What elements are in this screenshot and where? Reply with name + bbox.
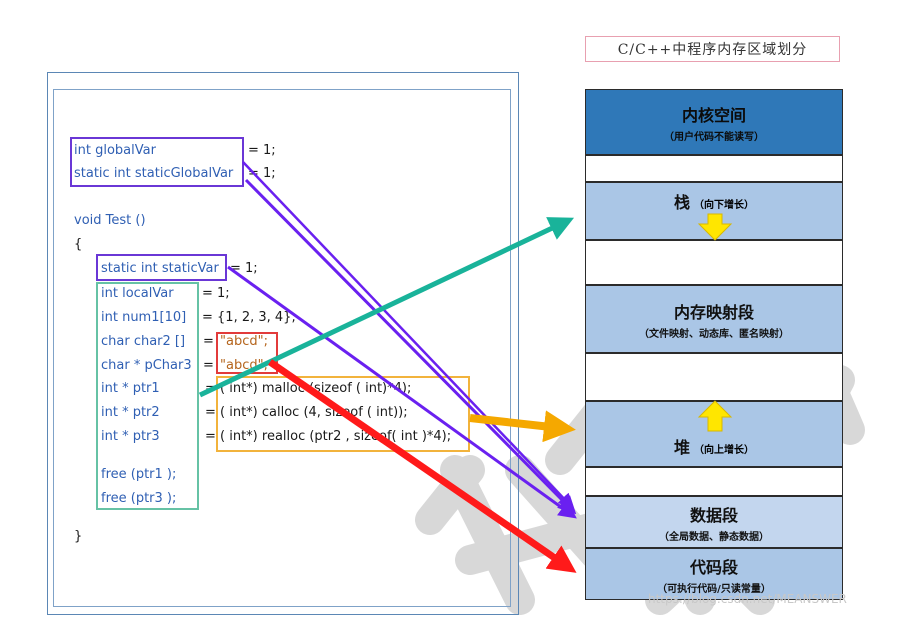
code-ptr1: int * ptr1 [101,381,160,396]
code-static-var: static int staticVar [101,261,219,276]
code-ptr3: int * ptr3 [101,429,160,444]
code-char2: char char2 [] [101,334,186,349]
code-local-var-init: = 1; [202,286,230,301]
code-panel-outer [47,72,519,615]
code-free-ptr1: free (ptr1 ); [101,467,177,482]
code-static-var-init: = 1; [230,261,258,276]
code-char2-eq: = [203,334,214,349]
heap-alloc-box [216,376,470,452]
heap-grow-up-icon [697,400,733,432]
segment-mmap-subtitle: （文件映射、动态库、匿名映射） [639,328,789,340]
arrow-alloc-to-heap [469,410,576,443]
code-ptr2: int * ptr2 [101,405,160,420]
arrow-literal-to-code [268,359,577,573]
segment-data-subtitle: （全局数据、静态数据） [659,531,769,543]
memory-layout-title: C/C++中程序内存区域划分 [585,36,840,62]
segment-data-title: 数据段 [689,505,738,525]
code-panel-inner [53,89,511,607]
code-pchar3: char * pChar3 [101,358,192,373]
code-ptr3-init: = ( int*) realloc (ptr2 , sizeof( int )*… [205,429,452,444]
code-static-global-var: static int staticGlobalVar [74,166,234,181]
segment-code-title: 代码段 [689,557,738,577]
segment-mmap: 内存映射段 （文件映射、动态库、匿名映射） [585,285,843,353]
code-global-var: int globalVar [74,143,156,158]
code-pchar3-eq: = [203,358,214,373]
stack-grow-down-icon [697,213,733,241]
segment-kernel-subtitle: （用户代码不能读写） [664,131,764,143]
code-global-var-init: = 1; [248,143,276,158]
arrow-static-global-to-data [244,178,577,515]
segment-data: 数据段 （全局数据、静态数据） [585,496,843,548]
segment-stack-subtitle: （向下增长） [694,200,754,211]
segment-gap-4 [585,467,843,496]
segment-code-subtitle: （可执行代码/只读常量） [657,583,771,595]
code-char2-literal: "abcd"; [220,334,268,349]
code-local-var: int localVar [101,286,174,301]
code-open-brace: { [74,237,83,252]
code-num1: int num1[10] [101,310,187,325]
segment-stack-title: 栈 [673,193,690,212]
arrow-static-var-to-data [227,265,577,519]
segment-code: 代码段 （可执行代码/只读常量） [585,548,843,600]
segment-gap-2 [585,240,843,285]
watermark-url: https://blog.csdn.net/MEANSWER [648,592,847,606]
segment-mmap-title: 内存映射段 [673,302,754,322]
arrow-locals-to-stack [198,217,575,398]
local-vars-box [96,282,199,510]
code-close-brace: } [74,529,83,544]
code-num1-init: = {1, 2, 3, 4}; [202,310,296,325]
code-free-ptr3: free (ptr3 ); [101,491,177,506]
arrow-global-to-data [242,161,574,509]
segment-kernel: 内核空间 （用户代码不能读写） [585,89,843,155]
segment-kernel-title: 内核空间 [681,105,746,125]
code-function-signature: void Test () [74,213,146,228]
segment-heap-subtitle: （向上增长） [694,445,754,456]
static-var-box [96,254,227,281]
segment-gap-1 [585,155,843,182]
segment-gap-3 [585,353,843,401]
segment-heap-title: 堆 [673,438,690,457]
